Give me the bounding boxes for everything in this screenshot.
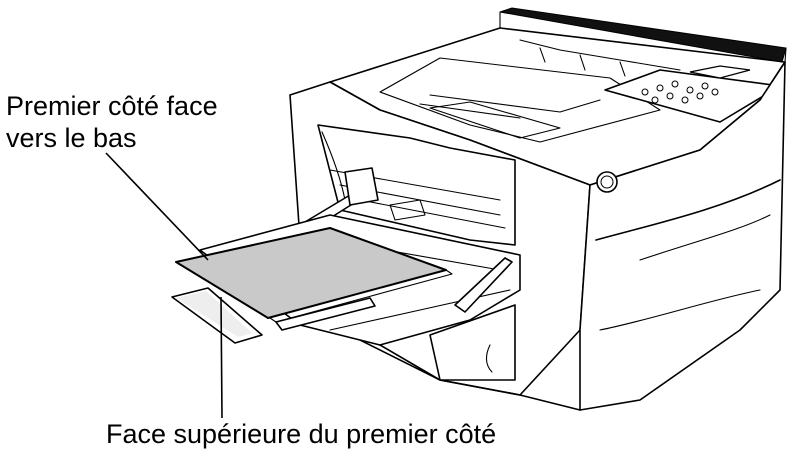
panel-buttons	[641, 80, 719, 104]
output-tray	[379, 57, 661, 143]
lower-cassette	[429, 304, 516, 381]
tray-support-arm-lower	[454, 257, 513, 313]
paper-guide-left	[344, 167, 379, 206]
power-button	[596, 171, 618, 193]
panel-display	[689, 65, 751, 79]
leader-line-top	[105, 152, 209, 261]
label-top-face-first-side: Face supérieure du premier côté	[106, 419, 497, 449]
label-first-side-line1: Premier côté face	[6, 91, 218, 121]
label-first-side-line2: vers le bas	[6, 123, 137, 153]
front-opening	[317, 124, 516, 246]
tray-extension	[171, 287, 263, 344]
leader-line-bottom	[220, 296, 223, 419]
label-first-side-face-down: Premier côté face vers le bas	[6, 90, 218, 154]
